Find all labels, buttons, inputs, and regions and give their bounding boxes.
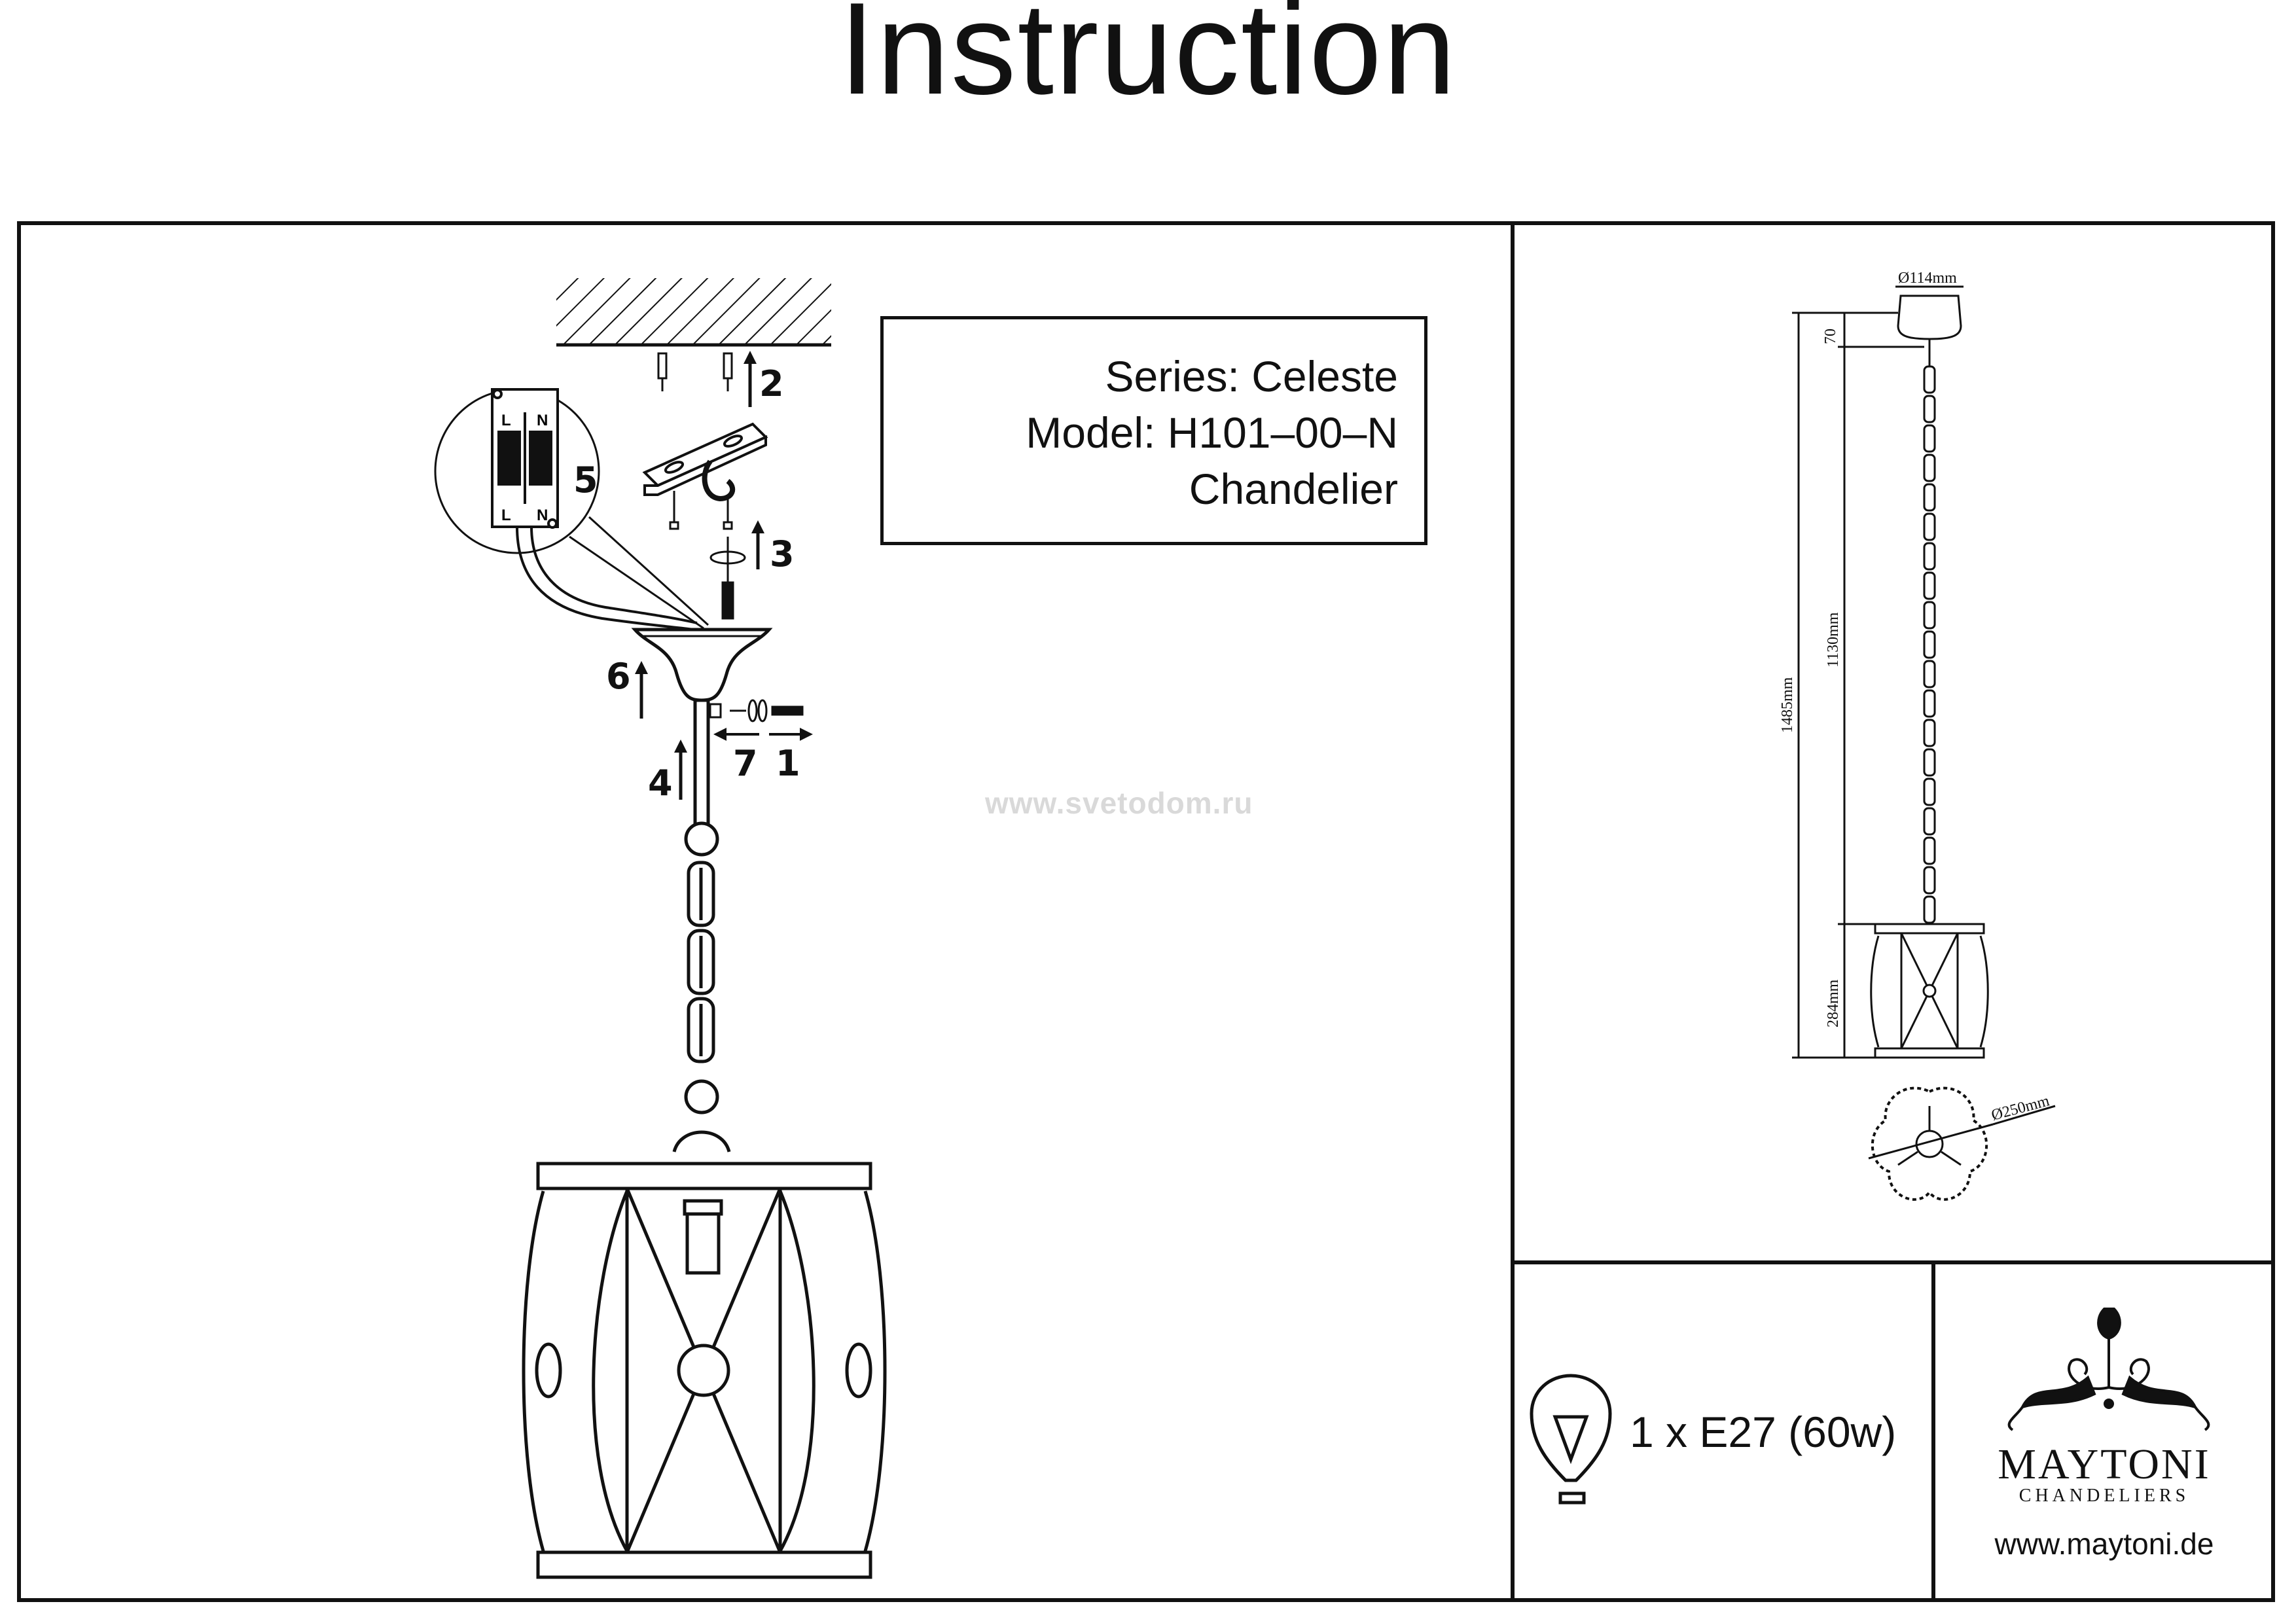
mounting-bracket <box>642 422 768 502</box>
step-3-arrow: 3 <box>751 520 795 575</box>
maytoni-logo-ornament <box>2007 1308 2210 1431</box>
brand-url[interactable]: www.maytoni.de <box>1994 1527 2214 1561</box>
canopy-height-label: 70 <box>1822 329 1839 344</box>
bulb-spec: 1 x E27 (60w) <box>1630 1408 1897 1456</box>
ceiling-hatch <box>556 278 831 347</box>
step-4-label: 4 <box>648 762 673 804</box>
brand-name: MAYTONI <box>1998 1440 2211 1488</box>
step-7-label: 7 <box>733 743 758 784</box>
terminal-l-label: L <box>501 412 511 429</box>
brand-subtitle: CHANDELIERS <box>2018 1486 2190 1506</box>
canopy <box>631 628 773 702</box>
product-info-box: Series: Celeste Model: H101–00–N Chandel… <box>880 316 1427 545</box>
step-2-arrow: 2 <box>744 351 784 407</box>
brand-block: MAYTONI CHANDELIERS www.maytoni.de <box>1937 1440 2271 1561</box>
instruction-frame <box>17 221 2275 1602</box>
screwdriver-icon <box>709 537 746 620</box>
shade-height-label: 284mm <box>1825 979 1842 1027</box>
vertical-divider <box>1511 221 1515 1602</box>
page-title: Instruction <box>838 0 1458 122</box>
terminal-block <box>491 388 559 529</box>
step-3-label: 3 <box>770 533 795 575</box>
product-type-label: Chandelier <box>1189 465 1398 513</box>
side-screw <box>709 699 804 722</box>
shade-diameter-label: Ø250mm <box>1990 1092 2052 1124</box>
total-height-label: 1485mm <box>1779 677 1796 733</box>
supply-wires <box>516 526 698 631</box>
step-6-arrow: 6 <box>606 656 648 719</box>
dimension-drawing <box>1792 285 2056 1201</box>
series-label: Series: Celeste <box>1105 352 1398 401</box>
step-4-arrow: 4 <box>648 740 687 804</box>
terminal-detail-callout <box>434 388 709 630</box>
horizontal-divider <box>1511 1260 2275 1264</box>
terminal-n-label: N <box>537 412 548 429</box>
step-2-label: 2 <box>759 363 784 404</box>
canopy-diameter-label: Ø114mm <box>1898 270 1957 287</box>
chain <box>672 698 731 1152</box>
light-bulb-icon <box>1530 1374 1612 1505</box>
bracket-screws <box>669 491 733 530</box>
lantern-shade <box>522 1162 887 1579</box>
brand-divider <box>1931 1260 1935 1602</box>
model-label: Model: H101–00–N <box>1026 408 1398 457</box>
watermark: www.svetodom.ru <box>985 786 1253 820</box>
step-6-label: 6 <box>606 656 631 697</box>
dimension-chain <box>1923 365 1936 924</box>
step-1-label: 1 <box>776 743 800 784</box>
chain-length-label: 1130mm <box>1825 612 1842 668</box>
wall-anchors <box>657 352 733 391</box>
step-7-1-arrows: 7 1 <box>713 728 813 784</box>
terminal-n-label-bottom: N <box>537 507 548 524</box>
step-5-label: 5 <box>573 459 598 501</box>
terminal-l-label-bottom: L <box>501 507 511 524</box>
